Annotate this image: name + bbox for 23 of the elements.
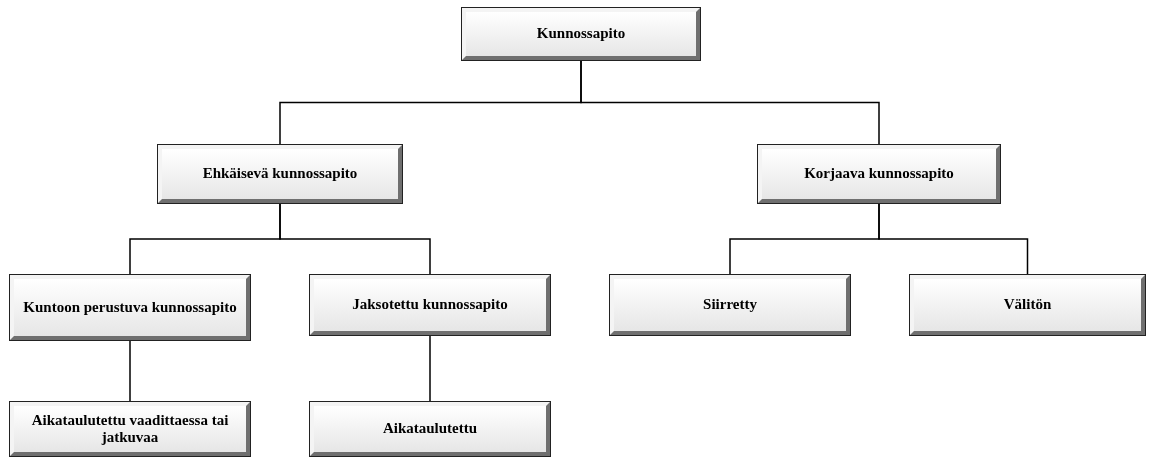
process-box [910, 275, 1145, 335]
box-label: Ehkäisevä kunnossapito [202, 165, 358, 183]
process-box [10, 402, 250, 456]
box-label: Kuntoon perustuva kunnossapito [23, 298, 237, 317]
process-box [10, 275, 250, 340]
box-label: Aikataulutettu [382, 420, 478, 438]
connector-line [429, 335, 431, 402]
box-label: Kunnossapito [536, 25, 626, 43]
connector-line [129, 340, 131, 402]
process-box [610, 275, 850, 335]
box-label: Siirretty [703, 296, 757, 314]
connector-line [878, 203, 1029, 275]
box-label: Korjaava kunnossapito [804, 165, 954, 183]
box-label: Aikataulutettu vaadittaessa tai jatkuvaa [30, 411, 230, 447]
connector-line [279, 203, 431, 275]
box-label: Jaksotettu kunnossapito [352, 296, 508, 314]
connector-line [580, 60, 880, 145]
process-box [310, 275, 550, 335]
process-box [758, 145, 1000, 203]
box-label: Välitön [1003, 296, 1052, 314]
process-box [310, 402, 550, 456]
process-box [158, 145, 402, 203]
process-box [462, 8, 700, 60]
